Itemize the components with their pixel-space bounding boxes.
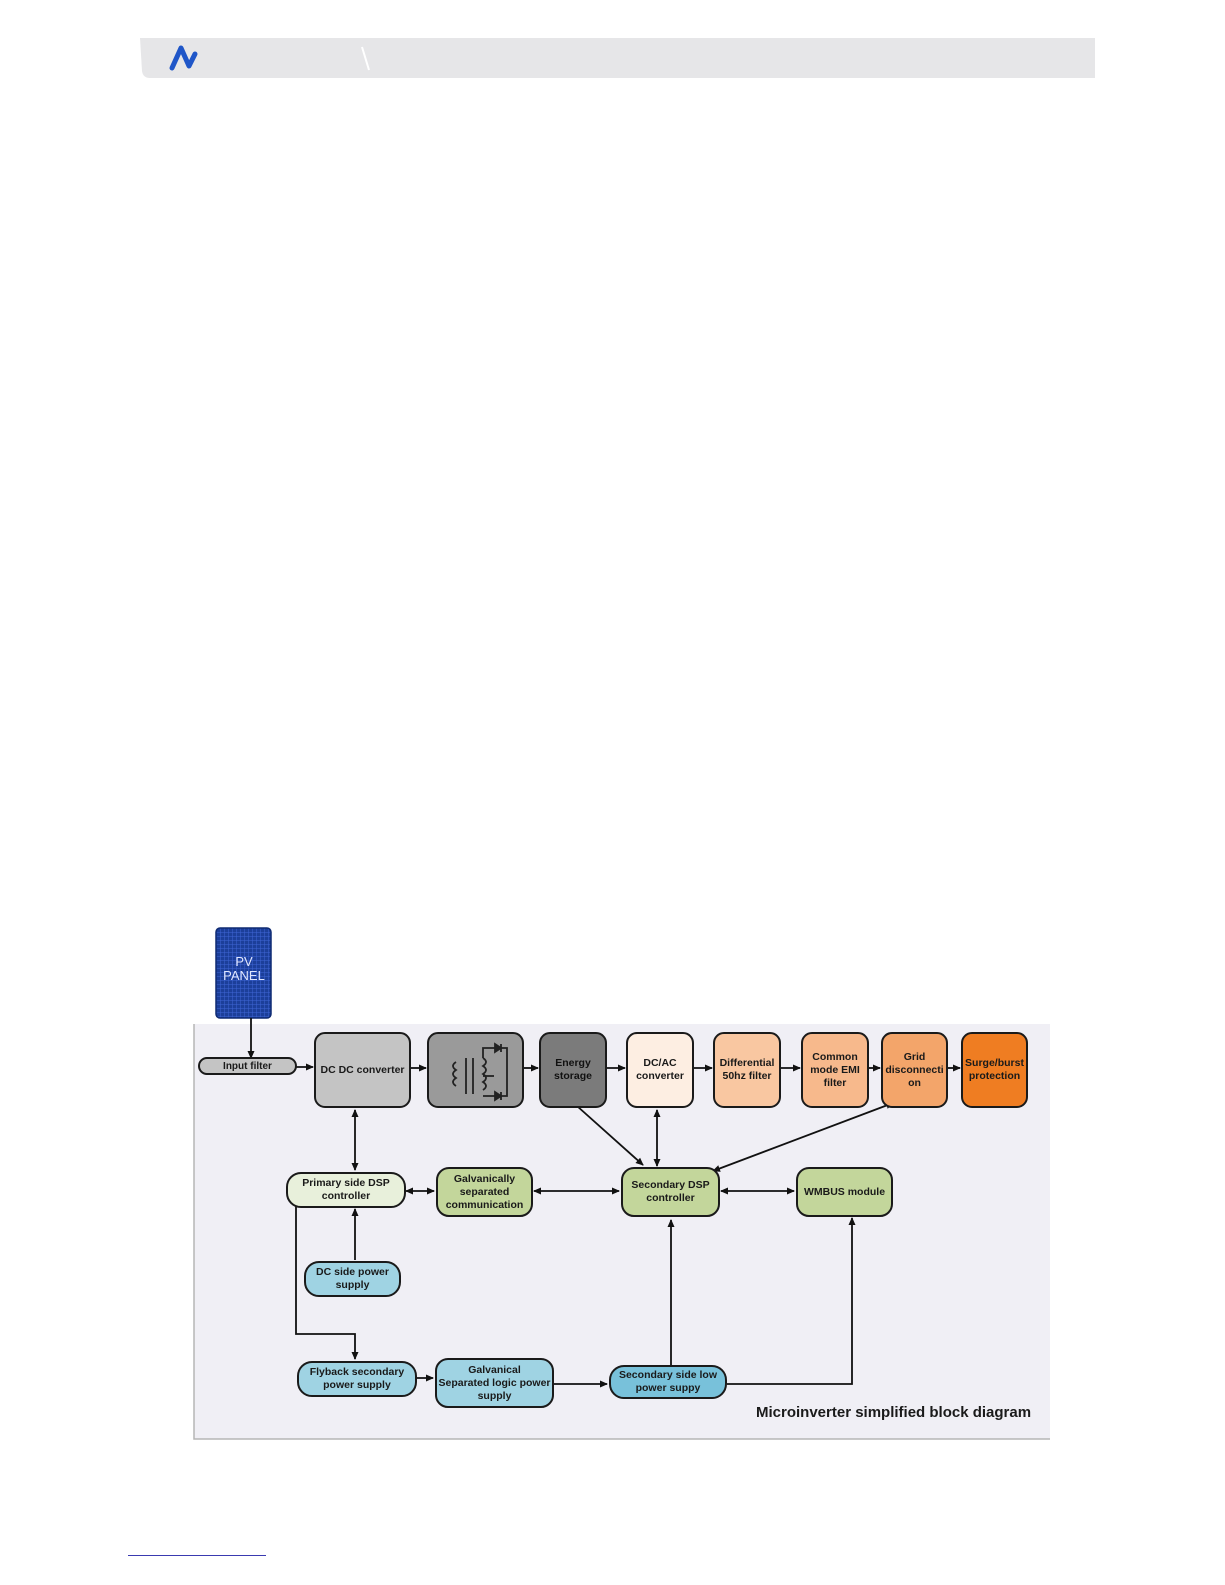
block-input-filter (198, 1057, 297, 1075)
block-dc-supply (304, 1261, 401, 1297)
block-surge (961, 1032, 1028, 1108)
block-primary-dsp (286, 1172, 406, 1208)
block-wmbus (796, 1167, 893, 1217)
block-dcac (626, 1032, 694, 1108)
connection-lines (247, 1018, 961, 1388)
block-galv-logic (435, 1358, 554, 1408)
header-band (140, 38, 1095, 78)
wave-logo-icon (169, 45, 198, 71)
block-secondary-dsp (621, 1167, 720, 1217)
block-flyback (297, 1361, 417, 1397)
block-diff (713, 1032, 781, 1108)
pv-panel-label: PV PANEL (223, 954, 265, 983)
block-transformer (427, 1032, 524, 1108)
block-energy (539, 1032, 607, 1108)
footer-line (128, 1555, 266, 1556)
diagram-caption: Microinverter simplified block diagram (756, 1404, 1032, 1421)
block-grid (881, 1032, 948, 1108)
transformer-icon (452, 1042, 508, 1102)
pv-panel (215, 927, 272, 1019)
block-sec-low (609, 1365, 727, 1399)
block-galv-comm (436, 1167, 533, 1217)
block-dcdc (314, 1032, 411, 1108)
block-cm (801, 1032, 869, 1108)
